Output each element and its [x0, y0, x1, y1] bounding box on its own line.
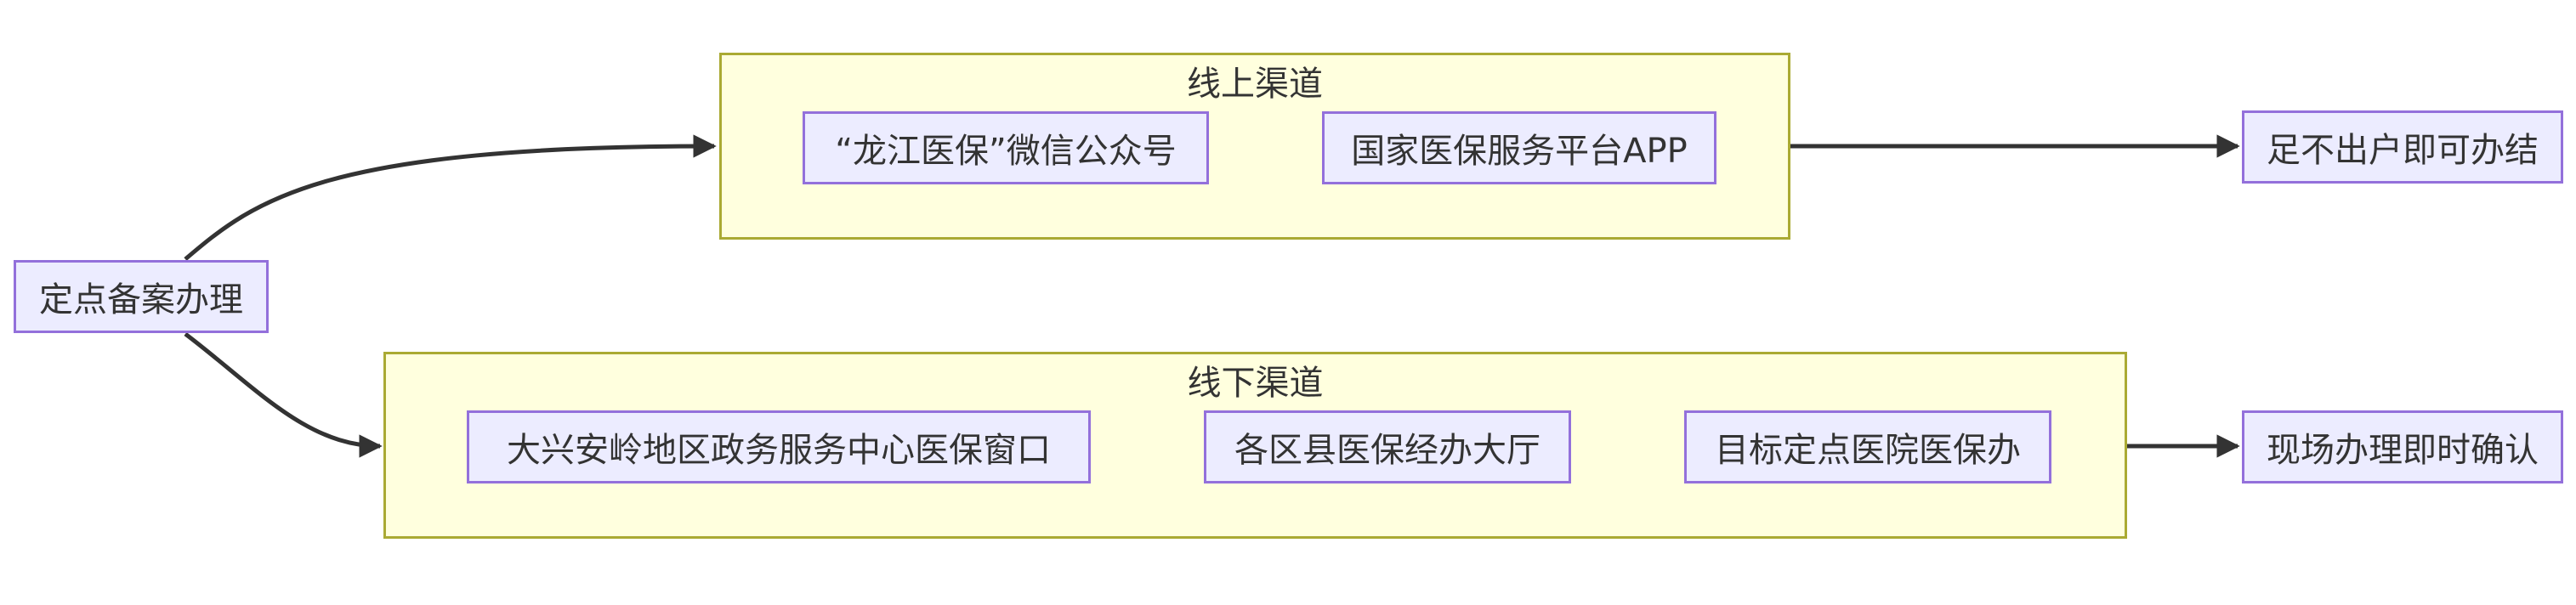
node-online-result: 足不出户即可办结 — [2242, 110, 2563, 184]
node-offline-result-label: 现场办理即时确认 — [2267, 431, 2539, 470]
node-start-label: 定点备案办理 — [39, 280, 243, 319]
node-offline-gov-center-label: 大兴安岭地区政务服务中心医保窗口 — [507, 431, 1051, 470]
node-online-app: 国家医保服务平台APP — [1322, 111, 1716, 184]
node-offline-county-hall: 各区县医保经办大厅 — [1204, 410, 1571, 483]
node-online-wechat-label: “龙江医保”微信公众号 — [835, 132, 1177, 171]
group-online: 线上渠道 “龙江医保”微信公众号 国家医保服务平台APP — [719, 53, 1790, 240]
node-online-wechat: “龙江医保”微信公众号 — [803, 111, 1209, 184]
group-offline-title: 线下渠道 — [1187, 364, 1324, 403]
node-start: 定点备案办理 — [14, 260, 269, 333]
node-online-app-label: 国家医保服务平台APP — [1351, 132, 1688, 171]
group-offline: 线下渠道 大兴安岭地区政务服务中心医保窗口 各区县医保经办大厅 目标定点医院医保… — [383, 352, 2127, 539]
edge-start-to-offline — [184, 332, 383, 458]
edge-start-to-online — [184, 134, 717, 261]
node-offline-county-hall-label: 各区县医保经办大厅 — [1234, 431, 1540, 470]
node-online-result-label: 足不出户即可办结 — [2267, 131, 2539, 170]
group-online-title: 线上渠道 — [1187, 65, 1323, 104]
node-offline-hospital-office: 目标定点医院医保办 — [1684, 410, 2051, 483]
node-offline-result: 现场办理即时确认 — [2242, 410, 2563, 483]
node-offline-hospital-office-label: 目标定点医院医保办 — [1715, 431, 2021, 470]
node-offline-gov-center: 大兴安岭地区政务服务中心医保窗口 — [467, 410, 1091, 483]
